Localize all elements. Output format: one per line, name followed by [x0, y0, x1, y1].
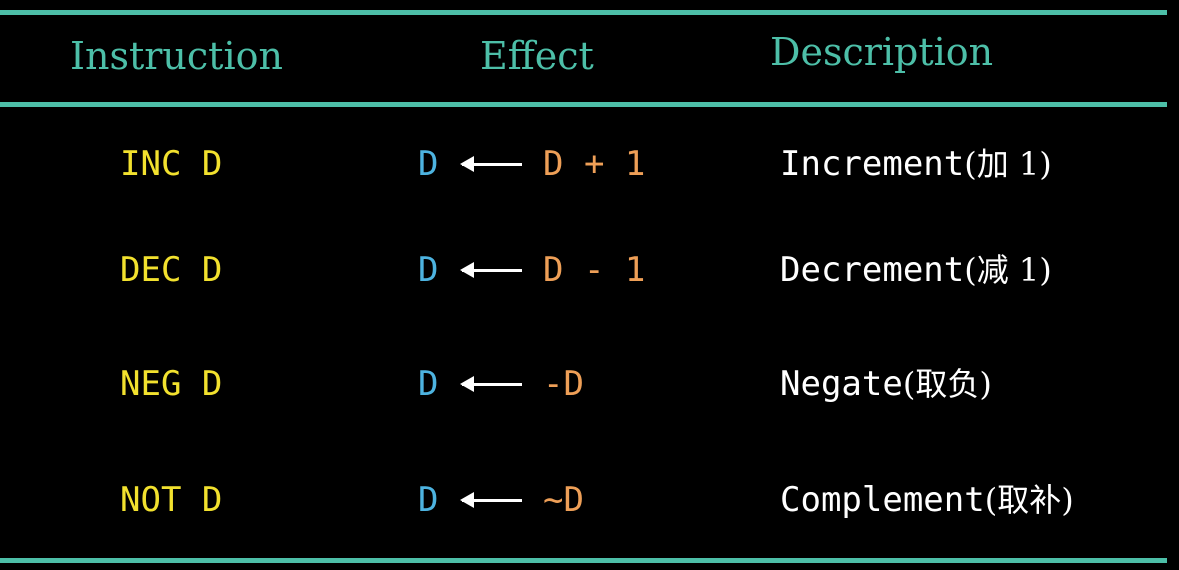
effect-destination: D	[418, 250, 439, 290]
left-arrow-icon	[460, 262, 522, 278]
description-chinese: (取负)	[902, 365, 992, 403]
description-cell: Decrement(减 1)	[780, 240, 1052, 307]
header-effect: Effect	[480, 34, 594, 78]
bottom-rule	[0, 558, 1167, 563]
instruction-cell: INC D	[120, 144, 223, 184]
effect-source: ~D	[543, 480, 584, 520]
instruction-cell: DEC D	[120, 250, 223, 290]
description-english: Complement	[780, 480, 985, 520]
left-arrow-icon	[460, 376, 522, 392]
effect-source: -D	[543, 364, 584, 404]
description-english: Decrement	[780, 250, 965, 290]
description-cell: Increment(加 1)	[780, 134, 1052, 201]
table-row: INC D D D + 1 Increment(加 1)	[0, 134, 1179, 194]
left-arrow-icon	[460, 156, 522, 172]
effect-destination: D	[418, 144, 439, 184]
left-arrow-icon	[460, 492, 522, 508]
description-cell: Complement(取补)	[780, 470, 1074, 537]
description-chinese: (取补)	[984, 481, 1074, 519]
top-rule	[0, 10, 1167, 15]
header-description: Description	[770, 30, 994, 74]
description-english: Increment	[780, 144, 965, 184]
table-row: NEG D D -D Negate(取负)	[0, 354, 1179, 414]
instruction-cell: NEG D	[120, 364, 223, 404]
table-row: DEC D D D - 1 Decrement(减 1)	[0, 240, 1179, 300]
effect-source: D + 1	[543, 144, 646, 184]
description-english: Negate	[780, 364, 903, 404]
table-row: NOT D D ~D Complement(取补)	[0, 470, 1179, 530]
effect-destination: D	[418, 480, 439, 520]
description-chinese: (加 1)	[964, 145, 1052, 183]
description-cell: Negate(取负)	[780, 354, 992, 421]
header-rule	[0, 102, 1167, 107]
description-chinese: (减 1)	[964, 251, 1052, 289]
instruction-cell: NOT D	[120, 480, 223, 520]
effect-destination: D	[418, 364, 439, 404]
header-instruction: Instruction	[70, 34, 283, 78]
effect-source: D - 1	[543, 250, 646, 290]
